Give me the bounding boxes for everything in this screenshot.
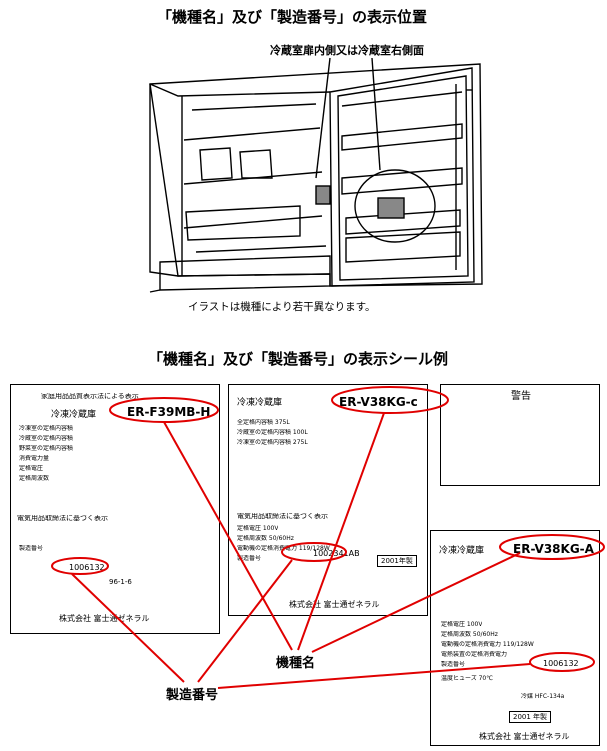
seal-2-line-1: 全定格内容積 375L (237, 419, 290, 426)
seal-3-line-7: 冷媒 HFC-134a (521, 693, 565, 700)
seal-1-header: 家庭用品品質表示法による表示 (41, 393, 139, 400)
seal-2-section: 電気用品取締法に基づく表示 (237, 513, 328, 520)
seal-3-serial-number: 1006132 (543, 659, 579, 668)
door-location-label: 冷蔵室扉内側又は冷蔵室右側面 (270, 44, 424, 57)
seal-example-3: 冷凍冷蔵庫 ER-V38KG-A 定格電圧 100V 定格周波数 50/60Hz… (430, 530, 600, 746)
seal-1-section: 電気用品取締法に基づく表示 (17, 515, 108, 522)
seal-2-line-3: 冷凍室の定格内容積 275L (237, 439, 308, 446)
seal-2-line-7: 製造番号 (237, 555, 262, 562)
seal-3-warning-title: 警告 (511, 391, 531, 402)
seal-3-line-3: 電動機の定格消費電力 119/128W (441, 641, 534, 648)
seal-2-product: 冷凍冷蔵庫 (237, 398, 283, 408)
seal-2-line-2: 冷蔵室の定格内容積 100L (237, 429, 308, 436)
seal-1-date: 96-1-6 (109, 579, 132, 586)
seal-1-line-3: 野菜室の定格内容積 (19, 445, 74, 452)
seal-1-maker: 株式会社 富士通ゼネラル (59, 614, 150, 623)
seal-3-line-2: 定格周波数 50/60Hz (441, 631, 498, 638)
seal-2-serial-highlight (281, 542, 347, 562)
seal-3-line-6: 温度ヒューズ 70℃ (441, 675, 493, 682)
seal-1-line-2: 冷蔵室の定格内容積 (19, 435, 74, 442)
seal-3-product: 冷凍冷蔵庫 (439, 546, 485, 556)
seal-3-line-5: 製造番号 (441, 661, 466, 668)
seal-3-model-highlight (499, 534, 605, 560)
seal-examples-title: 「機種名」及び「製造番号」の表示シール例 (148, 350, 449, 368)
serial-number-label: 製造番号 (166, 688, 219, 703)
seal-2-line-5: 定格周波数 50/60Hz (237, 535, 294, 542)
seal-3-line-4: 電熱装置の定格消費電力 (441, 651, 508, 658)
seal-1-serial-number: 1006132 (69, 563, 105, 572)
seal-2-serial-number: 1002341AB (313, 549, 360, 558)
seal-2-line-4: 定格電圧 100V (237, 525, 279, 532)
seal-1-serial-highlight (51, 557, 109, 575)
seal-1-line-7: 製造番号 (19, 545, 44, 552)
seal-1-model-name: ER-F39MB-H (127, 405, 211, 419)
seal-3-model-name: ER-V38KG-A (513, 542, 594, 556)
seal-2-model-highlight (331, 386, 449, 414)
model-name-label: 機種名 (276, 656, 316, 671)
seal-2-model-name: ER-V38KG-c (339, 395, 418, 409)
seal-1-model-highlight (109, 397, 219, 423)
seal-example-2: 冷凍冷蔵庫 ER-V38KG-c 全定格内容積 375L 冷蔵室の定格内容積 1… (228, 384, 428, 616)
seal-example-3-warning: 警告 (440, 384, 600, 486)
seal-2-maker: 株式会社 富士通ゼネラル (289, 600, 380, 609)
seal-1-line-5: 定格電圧 (19, 465, 44, 472)
seal-3-maker: 株式会社 富士通ゼネラル (479, 732, 570, 741)
seal-3-serial-highlight (529, 652, 595, 672)
seal-1-product: 冷凍冷蔵庫 (51, 410, 97, 420)
seal-1-line-4: 消費電力量 (19, 455, 50, 462)
seal-1-line-1: 冷凍室の定格内容積 (19, 425, 74, 432)
seal-3-line-1: 定格電圧 100V (441, 621, 483, 628)
seal-3-date: 2001 年製 (509, 711, 552, 723)
seal-2-date: 2001年製 (377, 555, 417, 567)
illustration-note: イラストは機種により若干異なります。 (188, 301, 376, 313)
location-title: 「機種名」及び「製造番号」の表示位置 (157, 8, 428, 26)
seal-1-line-6: 定格周波数 (19, 475, 50, 482)
seal-example-1: 家庭用品品質表示法による表示 冷凍冷蔵庫 ER-F39MB-H 冷凍室の定格内容… (10, 384, 220, 634)
